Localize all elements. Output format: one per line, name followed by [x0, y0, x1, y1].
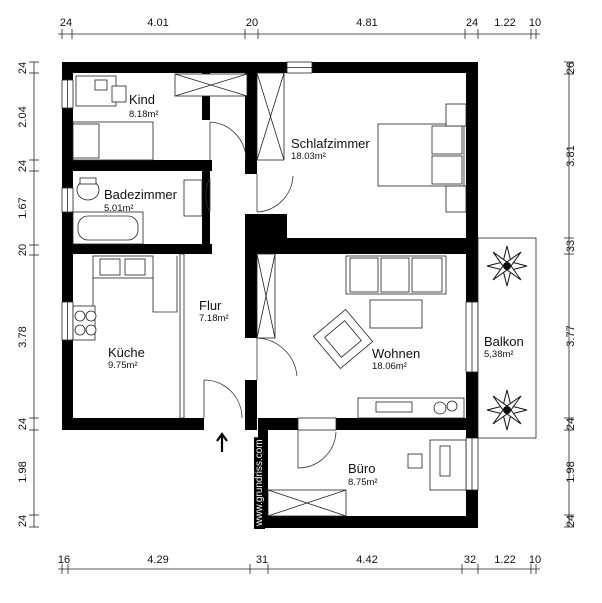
- dim-left-3: 1.67: [17, 197, 29, 218]
- plant-icon: [486, 245, 528, 287]
- room-buero-name: Büro: [348, 461, 375, 476]
- room-labels: Kind 8.18m² Schlafzimmer 18.03m² Badezim…: [104, 92, 524, 488]
- dim-right-4: 24: [565, 418, 577, 430]
- dim-top-2: 20: [246, 17, 258, 29]
- dim-top-1: 4.01: [147, 17, 168, 29]
- dim-left-1: 2.04: [17, 106, 29, 127]
- dim-top-4: 24: [466, 17, 478, 29]
- room-balkon-name: Balkon: [484, 334, 524, 349]
- dim-top-0: 24: [60, 17, 72, 29]
- plant-icon: [486, 389, 528, 431]
- room-flur-name: Flur: [199, 298, 222, 313]
- dim-bottom-0: 16: [58, 554, 70, 566]
- dim-top-3: 4.81: [356, 17, 377, 29]
- dim-right-3: 3.77: [565, 325, 577, 346]
- furniture: [72, 72, 537, 517]
- room-badezimmer-name: Badezimmer: [104, 187, 178, 202]
- dim-bottom-5: 1.22: [494, 554, 515, 566]
- dim-left-7: 1.98: [17, 461, 29, 482]
- room-badezimmer-area: 5.01m²: [104, 203, 134, 214]
- dim-left-5: 3.78: [17, 326, 29, 347]
- room-kueche-area: 9.75m²: [108, 360, 138, 371]
- dim-left-2: 24: [17, 160, 29, 172]
- room-wohnen-area: 18.06m²: [372, 361, 407, 372]
- dim-top-6: 10: [529, 17, 541, 29]
- dim-right-1: 3.81: [565, 145, 577, 166]
- room-wohnen-name: Wohnen: [372, 346, 420, 361]
- room-flur-area: 7.18m²: [199, 313, 229, 324]
- watermark: www.grundriss.com: [254, 439, 265, 527]
- dim-bottom-2: 31: [256, 554, 268, 566]
- room-balkon-area: 5,38m²: [484, 349, 514, 360]
- room-schlafzimmer-area: 18.03m²: [291, 151, 326, 162]
- dim-right-5: 1.98: [565, 461, 577, 482]
- walls: [62, 62, 478, 528]
- dim-top-5: 1.22: [494, 17, 515, 29]
- dimension-lines: 24 4.01 20 4.81 24 1.22 10 16 4.29 31 4.…: [17, 17, 577, 574]
- dim-right-0: 26: [565, 62, 577, 74]
- watermark-background: [254, 437, 265, 529]
- dim-bottom-6: 10: [529, 554, 541, 566]
- dim-bottom-4: 32: [464, 554, 476, 566]
- dim-left-8: 24: [17, 515, 29, 527]
- dim-right-6: 24: [565, 515, 577, 527]
- dim-bottom-3: 4.42: [356, 554, 377, 566]
- room-buero-area: 8.75m²: [348, 477, 378, 488]
- room-kind-area: 8.18m²: [129, 109, 159, 120]
- dim-right-2: 33: [565, 240, 577, 252]
- doors: [203, 121, 337, 469]
- dim-left-6: 24: [17, 418, 29, 430]
- room-schlafzimmer-name: Schlafzimmer: [291, 136, 370, 151]
- room-kind-name: Kind: [129, 92, 155, 107]
- dim-left-0: 24: [17, 62, 29, 74]
- dim-bottom-1: 4.29: [147, 554, 168, 566]
- room-kueche-name: Küche: [108, 345, 145, 360]
- dim-left-4: 20: [17, 244, 29, 256]
